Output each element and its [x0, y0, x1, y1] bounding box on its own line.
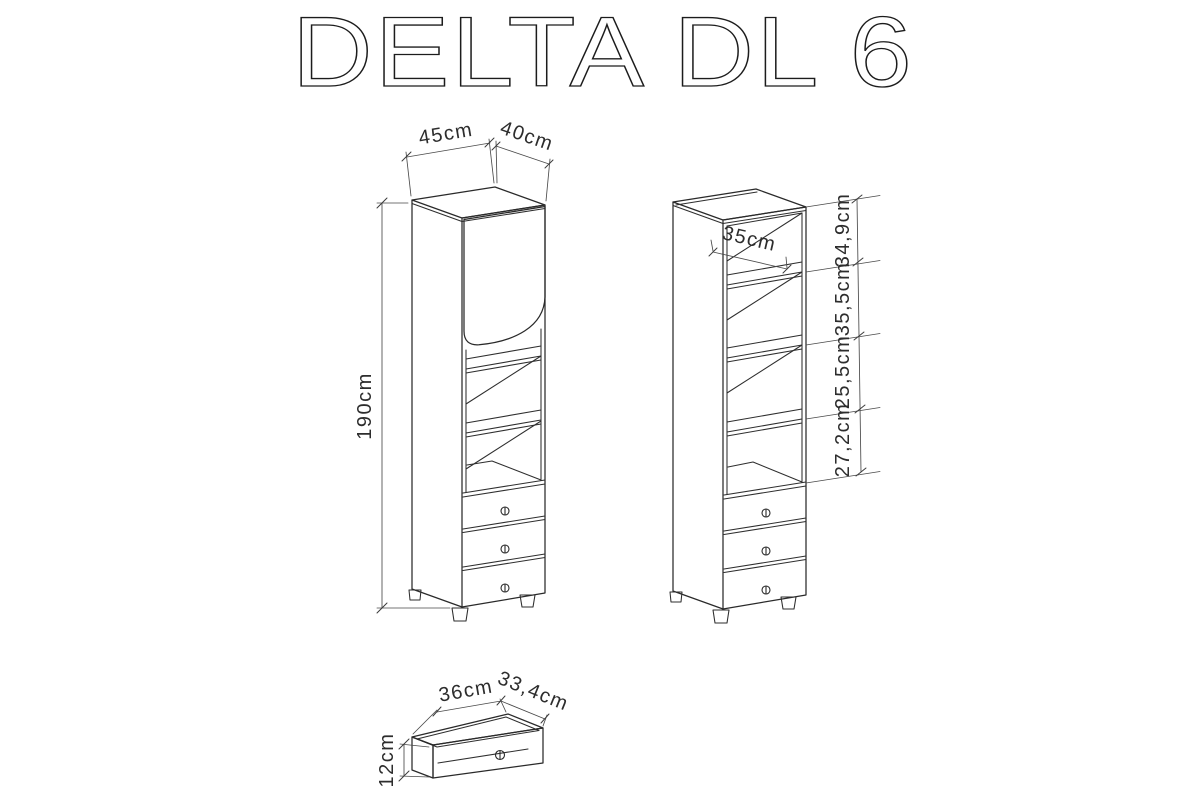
page-title: DELTA DL 6: [292, 0, 914, 107]
left-cabinet-shelf-lower: [465, 409, 542, 438]
drawer-knob: [761, 546, 771, 556]
right-cabinet-body: [672, 188, 807, 610]
drawer-knob: [500, 544, 510, 554]
drawer-width-label: 36cm: [437, 675, 495, 706]
drawer-knob: [761, 508, 771, 518]
right-cabinet-drawing: 35cm 34,9cm: [669, 188, 881, 624]
depth-dimension: 40cm: [491, 117, 556, 202]
right-cabinet-shelf-2: [726, 334, 803, 363]
height-dimension: 190cm: [354, 197, 451, 614]
section-dimension-label: 25,5cm: [832, 335, 854, 410]
left-cabinet-shelf-upper: [465, 345, 542, 374]
height-dimension-label: 190cm: [354, 372, 376, 440]
inner-width-dimension: 35cm: [708, 222, 792, 274]
left-cabinet-body: [411, 186, 546, 608]
drawer-height-label: 12cm: [376, 733, 398, 788]
left-cabinet-interior: [465, 328, 542, 493]
drawer-box: [411, 713, 544, 779]
section-dimension-label: 27,2cm: [832, 403, 854, 478]
left-cabinet-drawers: [462, 479, 546, 593]
section-dimension-chain: 34,9cm 35,5cm 25,5cm 27,2cm: [805, 193, 881, 484]
inner-width-dimension-label: 35cm: [720, 222, 778, 256]
right-cabinet-shelf-3: [726, 408, 803, 437]
right-cabinet-drawers: [723, 481, 807, 595]
drawer-knob: [494, 749, 506, 761]
section-dimension-label: 35,5cm: [832, 262, 854, 337]
left-cabinet-drawing: 190cm 45cm 40cm: [354, 117, 556, 622]
right-cabinet-interior: [726, 212, 803, 495]
section-dimension-label: 34,9cm: [832, 193, 854, 268]
right-cabinet-feet: [669, 591, 797, 624]
drawer-knob: [761, 585, 771, 595]
drawer-knob: [500, 506, 510, 516]
drawer-height-dimension: 12cm: [376, 733, 430, 788]
drawer-knob: [500, 583, 510, 593]
left-cabinet-door: [463, 205, 546, 346]
width-dimension-label: 45cm: [417, 119, 475, 150]
left-cabinet-feet: [408, 589, 536, 622]
drawer-depth-label: 33,4cm: [495, 667, 572, 715]
right-cabinet-shelf-1: [726, 261, 803, 290]
width-dimension: 45cm: [401, 119, 495, 197]
drawer-detail-drawing: 12cm 36cm 33,4cm: [376, 667, 572, 787]
